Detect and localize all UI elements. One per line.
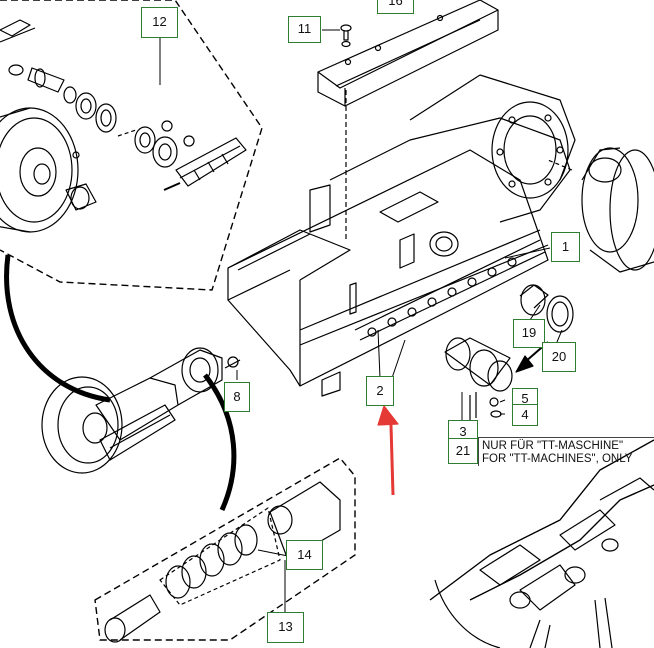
callout-2: 2 xyxy=(366,376,394,406)
callout-4: 4 xyxy=(512,404,538,426)
plate-16 xyxy=(317,0,499,240)
bushing-19 xyxy=(519,284,549,316)
final-drive xyxy=(547,147,654,273)
callout-16: 16 xyxy=(377,0,414,14)
idler-wheel-lower xyxy=(41,347,241,474)
bushing-and-seals xyxy=(104,481,341,643)
callout-20: 20 xyxy=(542,342,576,372)
bolt-11 xyxy=(340,24,352,48)
callout-19: 19 xyxy=(513,319,545,348)
note-line-english: FOR "TT-MACHINES", ONLY xyxy=(482,453,633,465)
leader-lines xyxy=(159,29,563,612)
idler-assembly-parts xyxy=(0,19,247,233)
track-chain xyxy=(429,439,654,648)
guide-curve-right xyxy=(203,373,237,512)
callout-14: 14 xyxy=(286,540,323,570)
callout-11: 11 xyxy=(288,16,321,43)
tt-machine-note: NUR FÜR "TT-MASCHINE" FOR "TT-MACHINES",… xyxy=(478,437,654,466)
callout-13: 13 xyxy=(267,612,304,643)
note-line-german: NUR FÜR "TT-MASCHINE" xyxy=(482,440,624,452)
guide-curve-left xyxy=(4,254,111,403)
callout-8: 8 xyxy=(224,382,250,412)
group-12-dashed-outline xyxy=(0,0,263,291)
red-highlight-arrow xyxy=(377,405,399,496)
callout-12: 12 xyxy=(141,7,178,38)
callout-21: 21 xyxy=(448,438,478,464)
track-frame-main xyxy=(227,74,576,397)
carrier-roller-3 xyxy=(444,337,513,420)
ring-20 xyxy=(546,295,574,333)
callout-1: 1 xyxy=(551,232,580,262)
